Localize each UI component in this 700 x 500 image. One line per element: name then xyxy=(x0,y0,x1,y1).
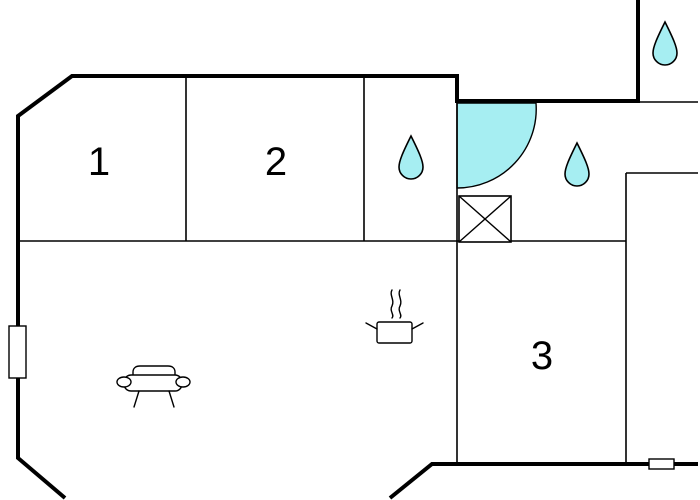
window-bottom xyxy=(648,458,675,470)
water-drop-icon xyxy=(652,20,678,66)
window-left xyxy=(8,325,27,379)
room-2-label: 2 xyxy=(265,140,287,184)
room-1-label: 1 xyxy=(88,140,110,184)
door-swing-icon xyxy=(456,102,537,189)
water-drop-icon xyxy=(564,141,590,187)
exterior-walls xyxy=(16,0,698,500)
water-drop-icon xyxy=(398,134,424,180)
interior-walls xyxy=(18,76,698,466)
sofa-icon xyxy=(116,365,191,408)
fireplace-icon xyxy=(458,195,512,243)
cooking-pot-icon xyxy=(365,289,424,344)
room-3-label: 3 xyxy=(531,334,553,378)
